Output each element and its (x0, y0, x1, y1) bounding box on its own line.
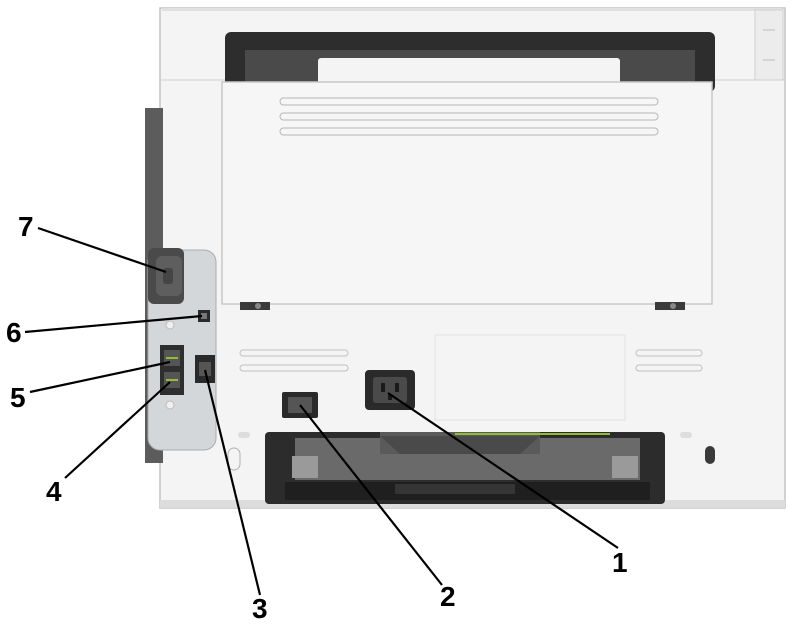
callout-label-3: 3 (252, 593, 268, 623)
callout-label-1: 1 (612, 547, 628, 578)
callout-label-6: 6 (6, 317, 22, 348)
ethernet-port (195, 355, 215, 383)
callout-line-3 (203, 369, 262, 596)
callout-label-4: 4 (46, 476, 62, 507)
rear-door (221, 81, 713, 310)
callout-label-7: 7 (18, 211, 34, 242)
callout-line-4 (64, 381, 171, 479)
callout-leaders (24, 226, 619, 596)
callout-line-2 (299, 404, 443, 586)
security-slot (148, 248, 184, 304)
callout-label-5: 5 (10, 382, 26, 413)
callout-label-2: 2 (440, 581, 456, 612)
usb-port (165, 310, 210, 330)
callout-line-5 (29, 360, 171, 394)
callout-line-1 (387, 392, 619, 549)
fax-ports (160, 345, 184, 410)
power-cord-socket (365, 370, 415, 410)
callout-line-6 (24, 314, 203, 334)
bottom-tray (227, 432, 715, 504)
callout-labels: 1 2 3 4 5 6 7 (6, 211, 628, 624)
callout-line-7 (37, 226, 167, 274)
lower-vents (239, 334, 703, 421)
